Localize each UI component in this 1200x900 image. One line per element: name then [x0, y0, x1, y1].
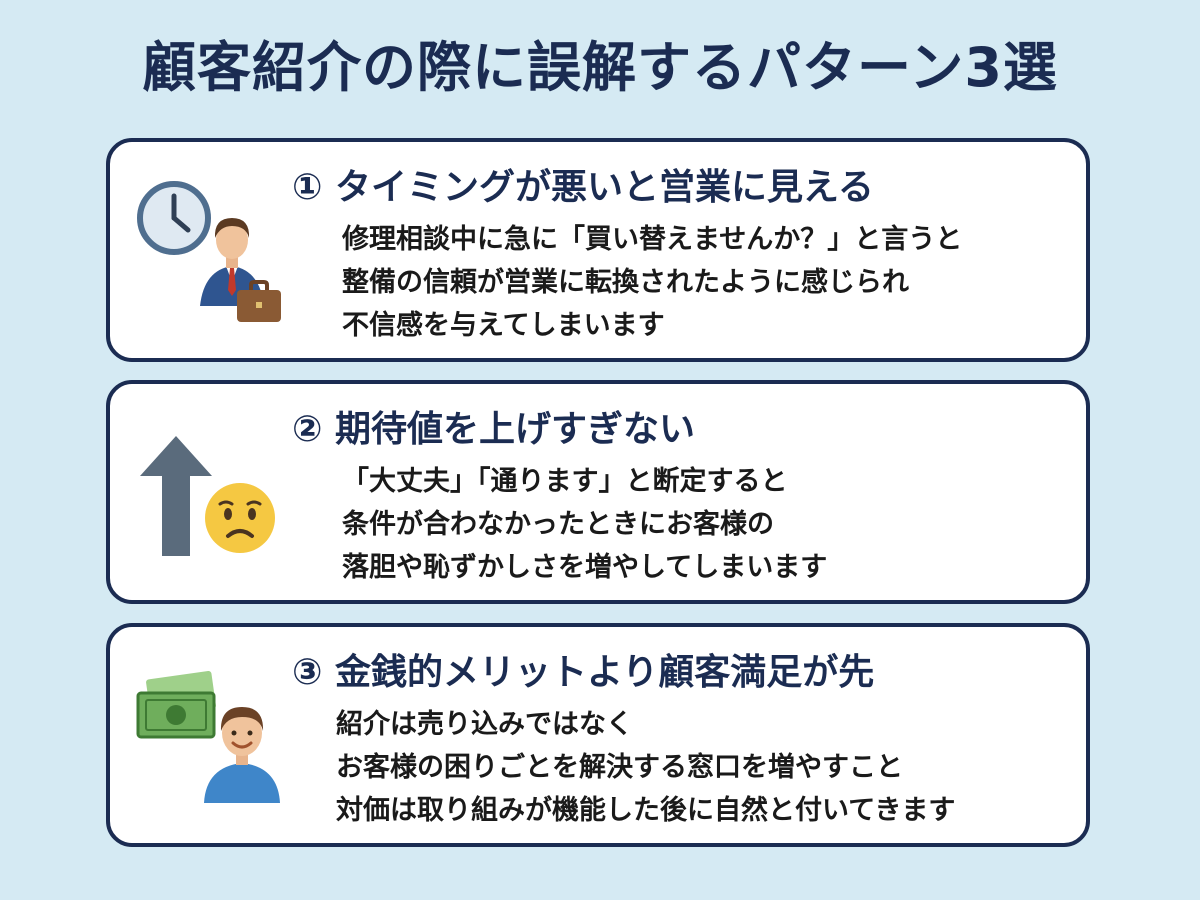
- card-1-line-1: 修理相談中に急に「買い替えませんか？」と言うと: [342, 224, 963, 255]
- card-2-line-2: 条件が合わなかったときにお客様の: [342, 509, 774, 540]
- card-heading-3: ③ 金銭的メリットより顧客満足が先: [292, 652, 875, 693]
- money-icon: [136, 671, 216, 739]
- card-3-line-3: 対価は取り組みが機能した後に自然と付いてきます: [336, 795, 956, 826]
- up-arrow-icon: [140, 436, 212, 556]
- clock-icon: [137, 181, 211, 255]
- card-3-line-1: 紹介は売り込みではなく: [336, 709, 633, 740]
- card-body-1: 修理相談中に急に「買い替えませんか？」と言うと 整備の信頼が営業に転換されたよう…: [342, 218, 962, 347]
- card-body-2: 「大丈夫」「通ります」と断定すると 条件が合わなかったときにお客様の 落胆や恥ず…: [342, 460, 827, 589]
- smiling-person-icon: [204, 707, 280, 803]
- card-2-line-1: 「大丈夫」「通ります」と断定すると: [342, 466, 788, 497]
- card-1-line-2: 整備の信頼が営業に転換されたように感じられ: [342, 267, 909, 298]
- card-2-line-3: 落胆や恥ずかしさを増やしてしまいます: [342, 552, 828, 583]
- pattern-card-2: ② 期待値を上げすぎない 「大丈夫」「通ります」と断定すると 条件が合わなかった…: [106, 380, 1090, 604]
- pattern-card-3: ③ 金銭的メリットより顧客満足が先 紹介は売り込みではなく お客様の困りごとを解…: [106, 623, 1090, 847]
- briefcase-icon: [237, 280, 281, 322]
- pattern-card-1: ① タイミングが悪いと営業に見える 修理相談中に急に「買い替えませんか？」と言う…: [106, 138, 1090, 362]
- card-heading-2: ② 期待値を上げすぎない: [292, 409, 696, 450]
- card-body-3: 紹介は売り込みではなく お客様の困りごとを解決する窓口を増やすこと 対価は取り組…: [336, 703, 955, 832]
- card-1-line-3: 不信感を与えてしまいます: [342, 310, 665, 341]
- card-heading-1: ① タイミングが悪いと営業に見える: [292, 167, 874, 208]
- page-title: 顧客紹介の際に誤解するパターン3選: [142, 36, 1058, 99]
- worried-face-icon: [205, 483, 275, 553]
- card-3-line-2: お客様の困りごとを解決する窓口を増やすこと: [336, 752, 903, 783]
